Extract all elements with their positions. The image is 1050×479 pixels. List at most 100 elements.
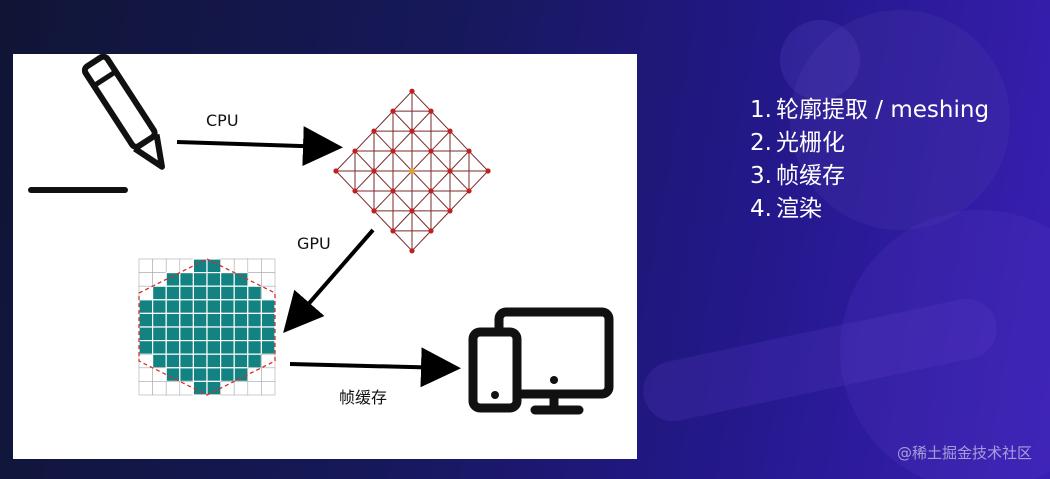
mesh-node xyxy=(352,188,358,194)
raster-cell xyxy=(165,272,181,287)
rasterized-hexagon-icon xyxy=(138,258,276,396)
raster-cell xyxy=(179,353,195,369)
raster-cell xyxy=(138,381,153,396)
raster-cell xyxy=(247,285,263,301)
raster-cell xyxy=(233,353,249,369)
raster-cell xyxy=(233,285,249,301)
raster-cell xyxy=(165,285,181,301)
raster-cell xyxy=(152,367,167,382)
raster-cell xyxy=(261,272,276,287)
step-text: 渲染 xyxy=(776,196,822,222)
raster-cell xyxy=(152,312,167,328)
raster-cell xyxy=(206,353,222,369)
step-number: 2. xyxy=(750,130,772,156)
mesh-edge xyxy=(411,130,432,152)
diagram-panel: CPU GPU 帧缓存 xyxy=(13,54,637,459)
gpu-arrow xyxy=(283,228,375,334)
mesh-node xyxy=(428,148,434,154)
raster-cell xyxy=(247,258,262,273)
raster-cell xyxy=(179,326,195,342)
raster-cell xyxy=(192,299,208,315)
mesh-node xyxy=(409,248,415,254)
mesh-edge xyxy=(449,170,470,192)
mesh-node xyxy=(390,148,396,154)
raster-cell xyxy=(206,299,222,315)
raster-cell xyxy=(206,285,222,301)
framebuffer-label: 帧缓存 xyxy=(339,388,388,407)
raster-cell xyxy=(179,285,195,301)
mesh-edge xyxy=(392,230,413,252)
raster-cell xyxy=(152,272,167,287)
raster-cell xyxy=(247,272,262,287)
raster-cell xyxy=(165,299,181,315)
mesh-edge xyxy=(411,210,432,232)
mesh-edge xyxy=(430,150,451,172)
raster-cell xyxy=(206,340,222,355)
mesh-edge xyxy=(373,190,394,212)
raster-cell xyxy=(260,326,276,342)
raster-cell xyxy=(220,381,235,396)
mesh-edge xyxy=(449,130,470,152)
raster-cell xyxy=(152,340,167,355)
pipeline-diagram xyxy=(28,54,614,415)
raster-cell xyxy=(179,272,195,287)
raster-cell xyxy=(260,340,276,355)
raster-cell xyxy=(152,258,167,273)
mesh-edge xyxy=(411,170,432,192)
raster-cell xyxy=(179,258,194,273)
raster-cell xyxy=(206,258,222,274)
raster-cell xyxy=(206,272,222,287)
mesh-icon xyxy=(333,88,491,254)
mesh-edge xyxy=(373,130,394,152)
raster-cell xyxy=(192,258,208,274)
mesh-edge xyxy=(392,90,413,112)
raster-cell xyxy=(192,312,208,328)
raster-cell xyxy=(220,258,235,273)
mesh-node xyxy=(390,108,396,114)
mesh-node xyxy=(333,168,339,174)
raster-cell xyxy=(233,312,249,328)
raster-cell xyxy=(233,299,249,315)
raster-cell xyxy=(165,367,181,382)
raster-cell xyxy=(247,381,262,396)
step-item: 3.帧缓存 xyxy=(750,160,989,193)
raster-cell xyxy=(192,326,208,342)
raster-cell xyxy=(260,299,276,315)
raster-cell xyxy=(233,258,249,273)
pencil-icon xyxy=(28,54,165,193)
mesh-edge xyxy=(449,150,470,172)
raster-cell xyxy=(192,380,208,396)
raster-cell xyxy=(179,381,194,396)
mesh-edge xyxy=(373,150,394,172)
mesh-edge xyxy=(373,170,394,192)
step-text: 轮廓提取 / meshing xyxy=(776,97,990,123)
step-item: 2.光栅化 xyxy=(750,127,989,160)
mesh-node xyxy=(409,128,415,134)
mesh-edge xyxy=(430,210,451,232)
raster-cell xyxy=(206,326,222,342)
raster-cell xyxy=(138,285,153,301)
mesh-edge xyxy=(392,210,413,232)
raster-cell xyxy=(261,258,276,273)
raster-cell xyxy=(247,340,263,355)
raster-cell xyxy=(138,326,154,342)
raster-cell xyxy=(233,367,249,382)
mesh-node xyxy=(352,148,358,154)
framebuffer-arrow xyxy=(289,347,461,388)
raster-cell xyxy=(165,381,181,396)
mesh-node xyxy=(409,208,415,214)
raster-cell xyxy=(247,312,263,328)
mesh-node xyxy=(447,208,453,214)
raster-cell xyxy=(261,367,276,382)
mesh-edge xyxy=(354,150,375,172)
raster-cell xyxy=(260,312,276,328)
raster-cell xyxy=(138,353,153,369)
step-number: 1. xyxy=(750,97,772,123)
mesh-node xyxy=(390,188,396,194)
raster-cell xyxy=(138,340,154,355)
raster-cell xyxy=(165,312,181,328)
step-number: 4. xyxy=(750,196,772,222)
mesh-edge xyxy=(430,170,451,192)
mesh-edge xyxy=(373,110,394,132)
mesh-edge xyxy=(335,170,356,192)
